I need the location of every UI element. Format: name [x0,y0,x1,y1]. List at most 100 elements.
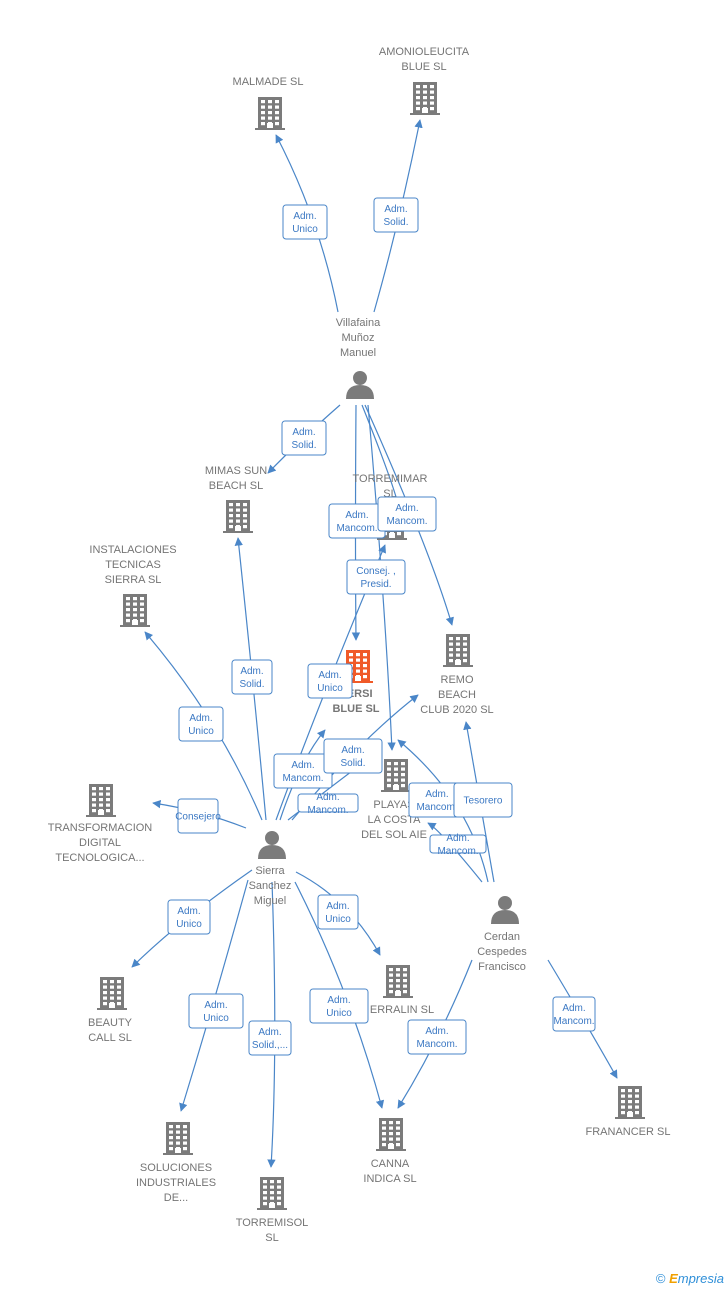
relation-label-text: Adm. [425,789,448,800]
relation-label-text: Adm. [240,666,263,677]
relation-label-text: Adm. [258,1027,281,1038]
building-icon [255,97,285,130]
edge-labels-layer: Adm.UnicoAdm.Solid.Adm.Solid.Adm.Mancom.… [167,197,596,1056]
node-label: Manuel [340,347,376,359]
relation-label-text: Solid.,... [252,1040,288,1051]
relation-label[interactable]: Adm.Unico [167,899,211,935]
building-icon [86,784,116,817]
building-icon [383,965,413,998]
node-label: Cespedes [477,946,527,958]
node-label: TRANSFORMACION [48,822,153,834]
relation-label[interactable]: Adm.Unico [317,894,359,930]
relation-label[interactable]: Adm.Solid. [373,197,419,233]
relation-label[interactable]: Adm. Unico [307,663,353,699]
relation-label-text: Solid. [239,679,264,690]
relation-label[interactable]: Adm.Unico [188,993,244,1029]
building-icon [615,1086,645,1119]
node-label: DE... [164,1192,188,1204]
node-label: CLUB 2020 SL [420,704,493,716]
company-node-malmade[interactable]: MALMADE SL [233,76,304,130]
node-label: Villafaina [336,317,381,329]
node-label: INDUSTRIALES [136,1177,216,1189]
node-label: SIERRA SL [105,574,162,586]
relation-label-text: Unico [188,726,214,737]
relation-label[interactable]: Adm.Mancom. [377,496,437,532]
relation-label-text: Adm. [318,670,341,681]
relation-label[interactable]: Adm. Unico [178,706,224,742]
relation-label[interactable]: Adm. Mancom. [273,753,333,789]
relation-edge [364,404,454,626]
building-icon [443,634,473,667]
relation-label[interactable]: Consejero [175,798,221,834]
relation-label-text: Presid. [360,579,391,590]
node-label: MIMAS SUN [205,465,267,477]
node-label: ERRALIN SL [370,1004,434,1016]
node-label: SL [265,1232,278,1244]
node-label: MALMADE SL [233,76,304,88]
company-node-erralin[interactable]: ERRALIN SL [370,965,434,1016]
person-icon [491,896,519,924]
person-icon [258,831,286,859]
relation-label-text: Adm. [384,204,407,215]
node-label: Francisco [478,961,526,973]
relation-label-text: Unico [326,1008,352,1019]
node-label: INSTALACIONES [89,544,176,556]
relation-label-text: Consejero [175,812,221,823]
relation-label[interactable]: Adm. Solid.,... [248,1020,292,1056]
relation-label-text: Mancom. [386,516,427,527]
relation-label-text: Adm. [291,760,314,771]
company-node-franancer[interactable]: FRANANCER SL [586,1086,671,1138]
relation-label-text: Unico [317,683,343,694]
relation-label-text: Adm. [177,906,200,917]
node-label: BLUE SL [332,703,379,715]
relation-label-text: Adm. [189,713,212,724]
relation-label[interactable]: Adm.Solid. [323,738,383,774]
building-icon [163,1122,193,1155]
relation-label[interactable]: Adm.Solid. [281,420,327,456]
node-label: CALL SL [88,1032,132,1044]
company-node-soluciones[interactable]: SOLUCIONESINDUSTRIALESDE... [136,1122,216,1204]
relation-label[interactable]: Adm.Mancom. [429,833,487,857]
relation-label-text: Mancom. [282,773,323,784]
relation-label[interactable]: Adm.Mancom. [552,996,596,1032]
relation-label-text: Mancom. [307,805,348,816]
building-icon [223,500,253,533]
relation-label[interactable]: Adm.Mancom. [407,1019,467,1055]
building-icon [410,82,440,115]
node-label: BEAUTY [88,1017,133,1029]
node-label: Muñoz [341,332,374,344]
node-label: DIGITAL [79,837,121,849]
building-icon [381,759,411,792]
node-label: LA COSTA [368,814,422,826]
relation-label[interactable]: Adm.Unico [282,204,328,240]
brand-name: mpresia [677,1271,724,1286]
node-label: REMO [441,674,474,686]
node-label: DEL SOL AIE [361,829,427,841]
node-label: BLUE SL [401,61,446,73]
relation-label[interactable]: Adm.Mancom. [297,792,359,816]
relation-label[interactable]: Consej. , Presid. [346,559,406,595]
building-icon [376,1118,406,1151]
relation-label[interactable]: Adm.Unico [309,988,369,1024]
relation-label[interactable]: Adm.Mancom. [328,503,386,539]
company-node-beauty[interactable]: BEAUTY CALL SL [88,977,133,1044]
relation-label-text: Adm. [345,510,368,521]
relation-label-text: Consej. , [356,566,395,577]
company-node-transformacion[interactable]: TRANSFORMACIONDIGITALTECNOLOGICA... [48,784,153,864]
person-icon [346,371,374,399]
relation-label[interactable]: Adm. Solid. [231,659,273,695]
building-icon [257,1177,287,1210]
relation-label[interactable]: Tesorero [453,782,513,818]
relation-label-text: Adm. [446,833,469,844]
